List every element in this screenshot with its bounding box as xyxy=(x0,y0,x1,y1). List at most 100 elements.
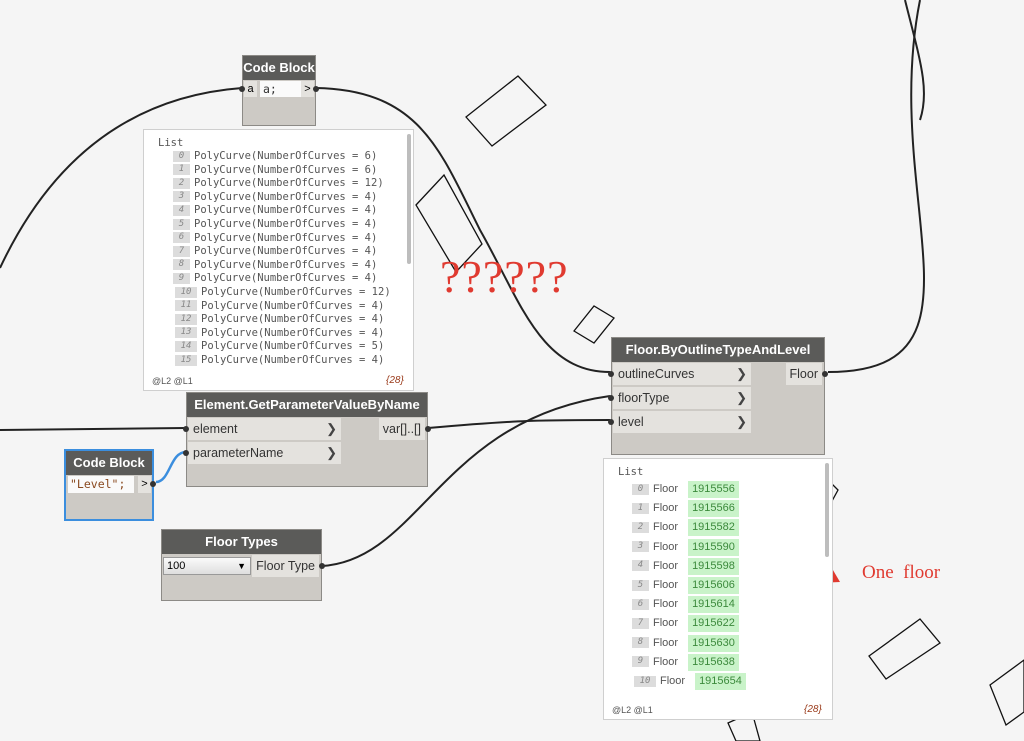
list-index: 13 xyxy=(175,327,197,339)
wire-floortype-to-floor xyxy=(321,395,611,567)
input-parameter-name[interactable]: parameterName ❯ xyxy=(188,442,341,464)
node-title: Floor.ByOutlineTypeAndLevel xyxy=(612,338,824,362)
output-port[interactable]: > xyxy=(138,476,151,493)
wire-elements-to-getparam xyxy=(0,427,187,431)
list-value: PolyCurve(NumberOfCurves = 4) xyxy=(201,313,385,326)
list-index: 2 xyxy=(632,521,649,533)
node-title: Floor Types xyxy=(162,530,321,554)
code-input[interactable]: "Level"; xyxy=(68,476,134,493)
element-id-badge[interactable]: 1915622 xyxy=(688,615,739,633)
list-index: 0 xyxy=(632,483,649,495)
element-id-badge[interactable]: 1915654 xyxy=(695,673,746,690)
element-id-badge[interactable]: 1915630 xyxy=(688,634,739,652)
list-index: 8 xyxy=(173,259,190,271)
element-id-badge[interactable]: 1915614 xyxy=(688,596,739,614)
dropdown-value: 100 xyxy=(167,560,186,572)
element-id-badge[interactable]: 1915598 xyxy=(688,557,739,575)
list-levels: @L2 @L1 xyxy=(152,376,193,386)
list-label: Floor xyxy=(653,655,679,668)
wire-floor-output xyxy=(827,0,925,373)
port-label: parameterName xyxy=(193,446,284,460)
wire-level-string xyxy=(155,450,187,484)
floor-type-dropdown[interactable]: 100▼ xyxy=(163,557,251,575)
list-label: Floor xyxy=(660,675,686,687)
element-id-badge[interactable]: 1915582 xyxy=(688,519,739,537)
geometry-rect xyxy=(415,173,483,274)
list-value: PolyCurve(NumberOfCurves = 4) xyxy=(194,218,378,230)
list-item: 5 Floor 1915606 xyxy=(632,577,739,594)
port-dot xyxy=(608,419,614,425)
chevron-right-icon: ❯ xyxy=(326,421,337,436)
list-item: 9 Floor 1915638 xyxy=(632,653,739,671)
code-block-node-top[interactable]: Code Block a a; > xyxy=(239,55,319,126)
output-floor[interactable]: Floor xyxy=(785,363,822,385)
output-port[interactable]: > xyxy=(301,81,314,97)
list-item: 10 Floor 1915654 xyxy=(634,673,746,690)
list-label: Floor xyxy=(653,559,679,572)
list-value: PolyCurve(NumberOfCurves = 4) xyxy=(201,326,385,339)
input-port-a[interactable]: a xyxy=(244,81,257,97)
list-index: 15 xyxy=(175,354,197,366)
input-outline-curves[interactable]: outlineCurves❯ xyxy=(613,363,751,385)
element-id-badge[interactable]: 1915606 xyxy=(688,577,739,594)
scrollbar[interactable] xyxy=(407,134,411,264)
list-item: 13 PolyCurve(NumberOfCurves = 4) xyxy=(175,326,384,340)
wire-codeblock-to-outline xyxy=(315,87,611,373)
list-value: PolyCurve(NumberOfCurves = 12) xyxy=(201,286,391,298)
geometry-rect xyxy=(573,305,615,344)
element-id-badge[interactable]: 1915590 xyxy=(688,538,739,556)
list-value: PolyCurve(NumberOfCurves = 6) xyxy=(194,163,378,176)
get-parameter-value-node[interactable]: Element.GetParameterValueByName element❯… xyxy=(183,392,431,487)
node-title: Element.GetParameterValueByName xyxy=(187,393,427,417)
geometry-rect xyxy=(868,618,941,680)
chevron-right-icon: ❯ xyxy=(326,445,337,460)
chevron-right-icon: ❯ xyxy=(736,414,747,429)
list-index: 3 xyxy=(173,191,190,203)
list-count: {28} xyxy=(386,375,404,386)
list-index: 6 xyxy=(632,598,649,610)
list-index: 1 xyxy=(632,502,649,514)
input-floor-type[interactable]: floorType❯ xyxy=(613,387,751,409)
list-label: Floor xyxy=(653,579,679,591)
list-index: 10 xyxy=(634,675,656,687)
list-value: PolyCurve(NumberOfCurves = 4) xyxy=(194,231,378,244)
port-dot xyxy=(319,563,325,569)
one-floor-annotation: One floor xyxy=(862,562,941,583)
output-floor-type[interactable]: Floor Type xyxy=(252,555,319,577)
list-count: {28} xyxy=(804,704,822,715)
input-element[interactable]: element❯ xyxy=(188,418,341,440)
floor-by-outline-node[interactable]: Floor.ByOutlineTypeAndLevel outlineCurve… xyxy=(608,337,828,455)
list-index: 5 xyxy=(632,579,649,591)
list-value: PolyCurve(NumberOfCurves = 4) xyxy=(194,272,378,285)
list-index: 9 xyxy=(632,656,649,668)
floor-types-node[interactable]: Floor Types 100▼ Floor Type xyxy=(161,529,325,601)
list-label: Floor xyxy=(653,636,679,649)
port-dot xyxy=(183,426,189,432)
code-block-node-level[interactable]: Code Block "Level"; > xyxy=(64,449,156,521)
list-value: PolyCurve(NumberOfCurves = 12) xyxy=(194,177,384,190)
scrollbar[interactable] xyxy=(825,463,829,557)
list-index: 5 xyxy=(173,218,190,230)
element-id-badge[interactable]: 1915566 xyxy=(688,500,739,518)
chevron-right-icon: ❯ xyxy=(736,390,747,405)
element-id-badge[interactable]: 1915556 xyxy=(688,481,739,498)
list-title: List xyxy=(618,466,644,478)
list-value: PolyCurve(NumberOfCurves = 4) xyxy=(194,258,378,271)
element-id-badge[interactable]: 1915638 xyxy=(688,653,739,671)
output-var[interactable]: var[]..[] xyxy=(378,418,425,440)
code-input[interactable]: a; xyxy=(260,81,303,97)
port-dot xyxy=(150,481,156,487)
question-annotation: ?????? xyxy=(440,251,569,302)
input-level[interactable]: level❯ xyxy=(613,411,751,433)
